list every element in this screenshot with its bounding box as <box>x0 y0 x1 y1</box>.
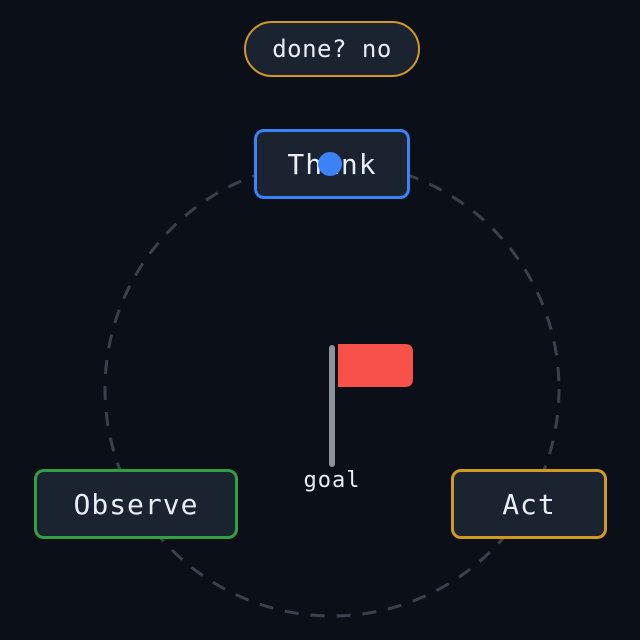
flag-cloth <box>338 344 413 387</box>
act-node-label: Act <box>502 487 556 521</box>
act-node: Act <box>451 469 607 539</box>
flag-pole <box>329 345 335 467</box>
done-status-badge: done? no <box>244 21 420 77</box>
progress-marker-dot <box>318 152 342 176</box>
goal-label: goal <box>303 468 361 493</box>
done-status-label: done? no <box>272 35 392 63</box>
flag-icon <box>329 344 413 467</box>
observe-node-label: Observe <box>73 487 199 521</box>
observe-node: Observe <box>34 469 238 539</box>
